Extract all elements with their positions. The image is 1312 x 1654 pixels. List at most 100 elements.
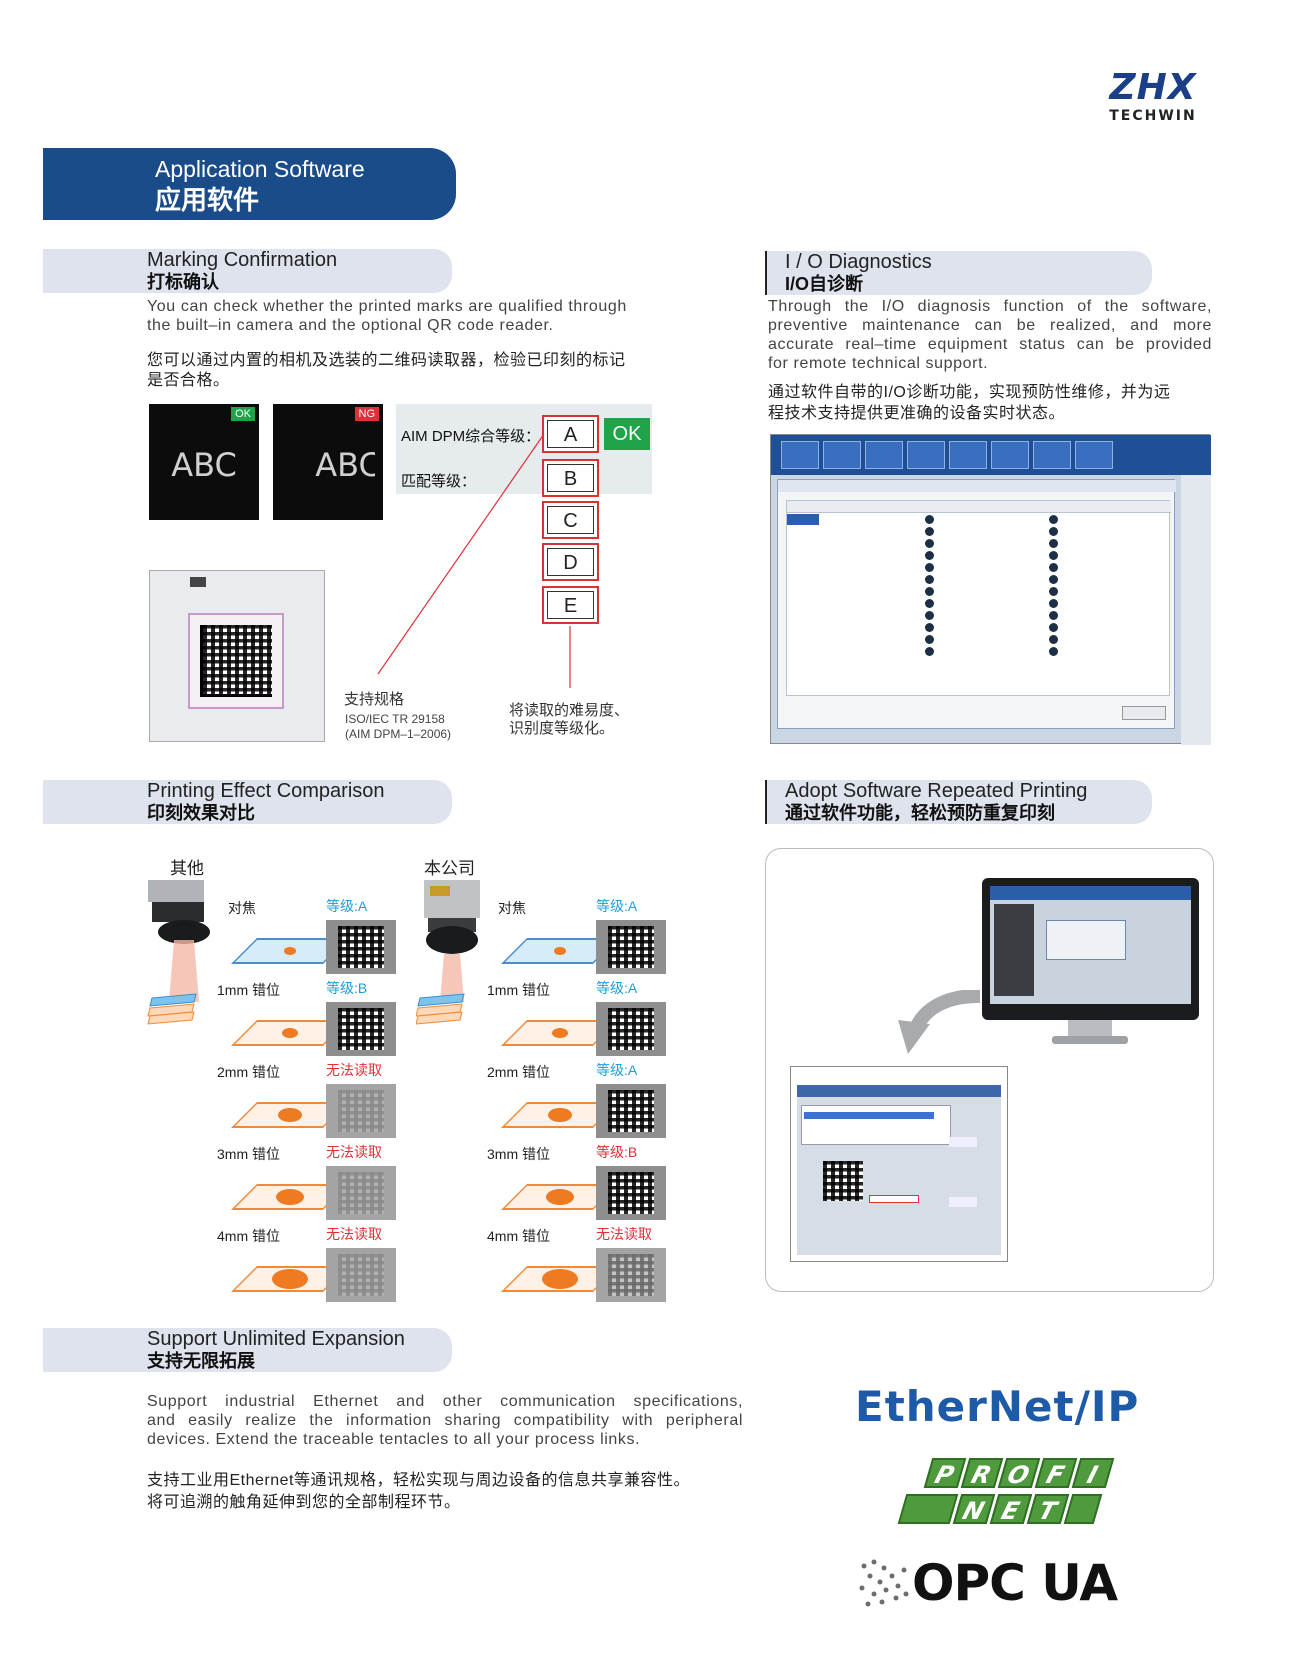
logo-wordmark: TECHWIN (1109, 108, 1197, 124)
opc-dots-icon (859, 1559, 909, 1607)
monitor-stand (1068, 1020, 1112, 1040)
qr-frame (188, 613, 284, 709)
camera-text: ABC (171, 446, 237, 484)
others-print-sample (326, 1084, 396, 1138)
laser-spot (554, 947, 566, 955)
match-grade-label: 匹配等级： (401, 473, 477, 490)
ours-grade-label: 等级:A (596, 898, 638, 914)
ours-offset-label: 3mm 错位 (487, 1146, 550, 1162)
toolbar-button (1075, 441, 1113, 469)
software-screenshot (790, 1066, 1008, 1262)
others-offset-label: 2mm 错位 (217, 1064, 280, 1080)
others-print-sample (326, 1166, 396, 1220)
ours-offset-label: 1mm 错位 (487, 982, 550, 998)
qr-code-icon (338, 926, 384, 968)
company-logo: ZHX TECHWIN (1098, 70, 1208, 130)
qr-code-icon (200, 625, 272, 697)
ours-laser-head-icon (416, 880, 480, 1025)
ours-print-sample (596, 1084, 666, 1138)
section-title-en: I / O Diagnostics (785, 251, 932, 273)
grade-box-b: B (542, 459, 599, 497)
ng-tag: NG (354, 407, 379, 421)
toolbar-button (907, 441, 945, 469)
page-title-cn: 应用软件 (155, 185, 260, 215)
ok-badge: OK (604, 418, 650, 450)
grade-box-e: E (542, 586, 599, 624)
others-offset-label: 3mm 错位 (217, 1146, 280, 1162)
qr-code-icon (608, 1172, 654, 1214)
section-header-printing: Printing Effect Comparison 印刻效果对比 (43, 780, 452, 824)
reader-notch (190, 577, 206, 587)
others-grade-label: 无法读取 (326, 1144, 382, 1160)
io-dialog (777, 479, 1176, 729)
io-desc-cn: 通过软件自带的I/O诊断功能，实现预防性维修，并为远 程技术支持提供更准确的设备… (768, 384, 1171, 422)
callout-lines (377, 433, 571, 688)
others-label: 其他 (170, 859, 204, 878)
laser-spot (542, 1269, 578, 1289)
camera-image-ok: OK ABC (149, 404, 259, 520)
ok-tag: OK (231, 407, 255, 421)
others-grade-label: 无法读取 (326, 1226, 382, 1242)
laser-spot (552, 1028, 568, 1038)
section-title-cn: 打标确认 (147, 272, 219, 292)
section-title-cn: 通过软件功能，轻松预防重复印刻 (785, 803, 1055, 823)
ethernet-ip-logo: EtherNet/IP (855, 1382, 1140, 1431)
laser-spot (282, 1028, 298, 1038)
section-title-en: Printing Effect Comparison (147, 780, 385, 802)
toolbar-button (865, 441, 903, 469)
grade-box-a: A (542, 415, 599, 453)
section-header-io: I / O Diagnostics I/O自诊断 (765, 251, 1152, 295)
io-desc-en: Through the I/O diagnosis function of th… (768, 298, 1212, 372)
qr-code-icon (338, 1254, 384, 1296)
qr-code-icon (338, 1008, 384, 1050)
section-title-cn: 支持无限拓展 (147, 1351, 255, 1371)
toolbar-button (781, 441, 819, 469)
ours-grade-label: 无法读取 (596, 1226, 652, 1242)
io-table (786, 500, 1171, 696)
section-header-expansion: Support Unlimited Expansion 支持无限拓展 (43, 1328, 452, 1372)
others-grade-label: 等级:B (326, 980, 368, 996)
profinet-logo: P R O F I N E T (897, 1458, 1115, 1525)
ours-grade-label: 等级:A (596, 980, 638, 996)
qr-code-icon (608, 1090, 654, 1132)
section-header-repeat: Adopt Software Repeated Printing 通过软件功能，… (765, 780, 1152, 824)
io-diagnostics-screenshot (770, 434, 1211, 745)
qr-reader-photo (149, 570, 325, 742)
qr-code-icon (823, 1161, 863, 1201)
laser-spot (272, 1269, 308, 1289)
section-title-en: Marking Confirmation (147, 249, 338, 271)
laser-spot (284, 947, 296, 955)
ours-print-sample (596, 1166, 666, 1220)
io-table-header (787, 501, 1171, 513)
others-laser-head-icon (147, 880, 210, 1025)
section-title-en: Adopt Software Repeated Printing (785, 780, 1088, 802)
qr-code-icon (608, 1008, 654, 1050)
others-grade-label: 无法读取 (326, 1062, 382, 1078)
camera-text: ABC (315, 446, 381, 484)
laser-spot (548, 1108, 572, 1122)
selected-row-marker (787, 514, 819, 525)
spec-standard: ISO/IEC TR 29158 (AIM DPM–1–2006) (345, 712, 452, 741)
monitor-base (1052, 1036, 1128, 1044)
highlight-box (869, 1195, 919, 1203)
curved-arrow-icon (898, 990, 980, 1054)
page-title-en: Application Software (155, 156, 365, 182)
expansion-desc-cn: 支持工业用Ethernet等通讯规格，轻松实现与周边设备的信息共享兼容性。 将可… (147, 1472, 690, 1511)
ours-label: 本公司 (424, 859, 475, 878)
section-title-cn: 印刻效果对比 (147, 803, 255, 823)
others-offset-label: 对焦 (228, 900, 256, 916)
toolbar-button (991, 441, 1029, 469)
app-toolbar (771, 435, 1211, 475)
others-print-sample (326, 1002, 396, 1056)
toolbar-button (823, 441, 861, 469)
qr-code-icon (608, 1254, 654, 1296)
toolbar-button (949, 441, 987, 469)
ours-print-sample (596, 1248, 666, 1302)
camera-image-ng: NG ABC (273, 404, 383, 520)
marking-desc-cn: 您可以通过内置的相机及选装的二维码读取器，检验已印刻的标记 是否合格。 (147, 352, 626, 389)
aim-grade-label: AIM DPM综合等级： (401, 428, 541, 445)
ours-offset-label: 对焦 (498, 900, 526, 916)
marking-desc-en: You can check whether the printed marks … (147, 298, 627, 334)
ours-grade-label: 等级:B (596, 1144, 638, 1160)
grade-box-d: D (542, 543, 599, 581)
